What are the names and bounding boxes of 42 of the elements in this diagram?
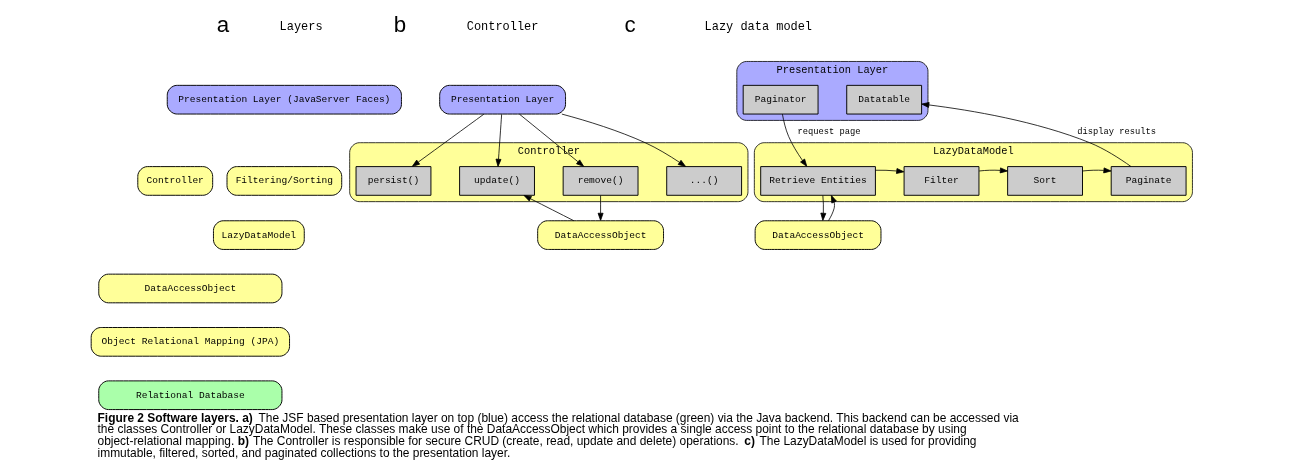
- node-box: Paginator: [742, 84, 819, 115]
- node-box: Filter: [903, 166, 980, 196]
- label: b: [393, 12, 407, 38]
- arrow: [495, 113, 503, 167]
- node-box: DataAccessObject: [98, 273, 283, 304]
- arrow: [820, 195, 827, 221]
- node-box: Retrieve Entities: [760, 166, 876, 196]
- arrow: [523, 195, 575, 222]
- label: Layers: [279, 19, 323, 34]
- arrow: [921, 102, 1132, 167]
- caption: Figure 2 Software layers. a) The JSF based presentation layer on top (blue) access the relational database (green) via the Java backend. This backend can be accessed via the classes Controller or LazyDataModel. These classes make use of the DataAccessObject which provides a single access point to the relational database by using object-relational mapping. b) The Controller is responsible for secure CRUD (create, read, update and delete) operations. c) The LazyDataModel is used for providing immutable, filtered, sorted, and paginated collections to the presentation layer.: [97, 410, 1019, 461]
- node-box: persist(): [355, 166, 432, 196]
- edge-label: request page: [797, 126, 861, 137]
- node-box: Controller: [137, 166, 214, 196]
- node-box: Relational Database: [98, 380, 283, 411]
- arrow: [828, 195, 837, 222]
- arrow: [782, 113, 808, 167]
- node-box: remove(): [562, 166, 639, 196]
- label: a: [216, 12, 230, 38]
- arrow: [875, 168, 905, 174]
- arrow: [519, 113, 585, 167]
- node-box: Datatable: [846, 84, 923, 115]
- node-box: Presentation Layer: [439, 84, 566, 115]
- label: c: [624, 12, 636, 38]
- node-box: Object Relational Mapping (JPA): [90, 327, 290, 357]
- arrow: [1082, 167, 1112, 174]
- node-box: update(): [459, 166, 535, 196]
- node-box: Filtering/Sorting: [226, 166, 343, 196]
- arrow: [411, 113, 485, 167]
- arrow: [978, 167, 1008, 174]
- node-box: LazyDataModel: [213, 220, 305, 250]
- node-box: ...(): [666, 166, 743, 196]
- node-box: DataAccessObject: [537, 220, 664, 250]
- node-box: Sort: [1007, 166, 1083, 196]
- edge-label: display results: [1077, 126, 1156, 137]
- node-box: Paginate: [1110, 166, 1187, 196]
- arrow: [561, 113, 686, 167]
- node-box: Presentation Layer (JavaServer Faces): [166, 84, 402, 115]
- arrow: [597, 195, 604, 221]
- label: Controller: [466, 19, 539, 34]
- node-box: DataAccessObject: [754, 220, 882, 250]
- label: Lazy data model: [704, 19, 813, 34]
